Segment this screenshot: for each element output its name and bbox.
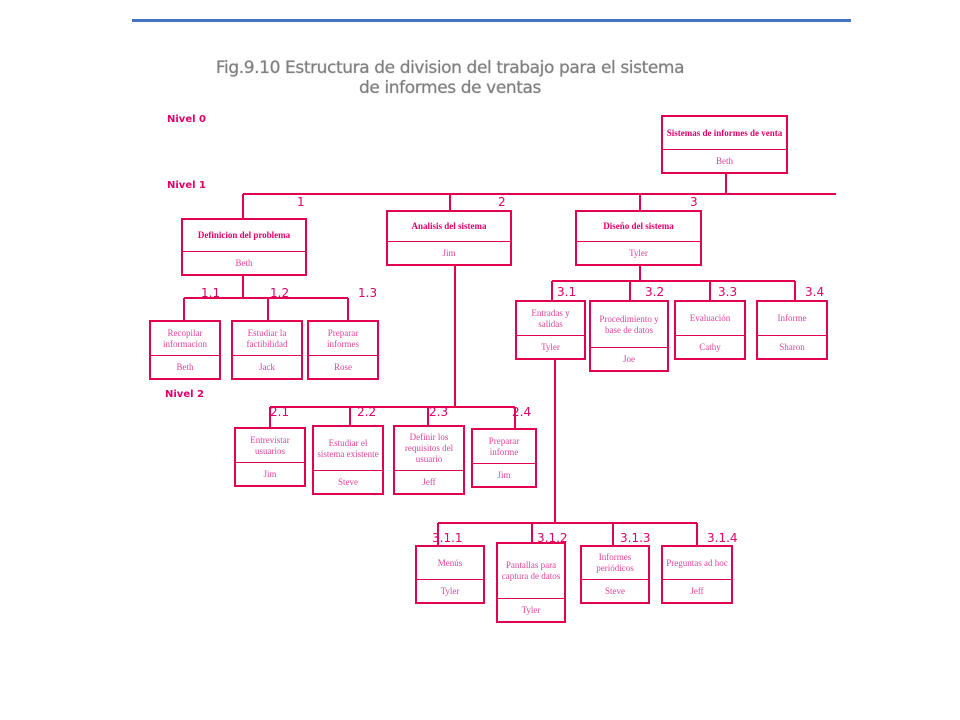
node-title: Informe bbox=[758, 302, 826, 336]
node-person: Beth bbox=[716, 156, 733, 166]
node-person: Sharon bbox=[779, 342, 805, 352]
node-person: Joe bbox=[623, 354, 635, 364]
node-title: Entradas y salidas bbox=[517, 302, 584, 336]
node-person: Jim bbox=[263, 469, 277, 479]
node-3-3: Evaluación Cathy bbox=[674, 300, 746, 360]
node-title: Recopilar informacion bbox=[151, 322, 219, 356]
node-title: Definir los requisitos del usuario bbox=[395, 427, 463, 471]
node-person: Rose bbox=[334, 362, 352, 372]
number-3-1-1: 3.1.1 bbox=[432, 531, 463, 545]
node-title: Evaluación bbox=[676, 302, 744, 336]
node-2-2: Estudiar el sistema existente Steve bbox=[312, 425, 384, 495]
node-title: Diseño del sistema bbox=[577, 212, 700, 242]
node-3-1: Entradas y salidas Tyler bbox=[515, 300, 586, 360]
node-title: Estudiar el sistema existente bbox=[314, 427, 382, 471]
figure-title-line-2: de informes de ventas bbox=[359, 78, 541, 98]
node-person: Tyler bbox=[629, 248, 648, 258]
number-3-2: 3.2 bbox=[645, 285, 665, 299]
figure-title-line-1: Fig.9.10 Estructura de division del trab… bbox=[215, 58, 685, 78]
node-3-1-4: Preguntas ad hoc Jeff bbox=[661, 545, 733, 604]
node-person: Cathy bbox=[699, 342, 721, 352]
node-2-4: Preparar informe Jim bbox=[471, 428, 537, 488]
number-2-1: 2.1 bbox=[270, 405, 290, 419]
node-3-4: Informe Sharon bbox=[756, 300, 828, 360]
node-1-1: Recopilar informacion Beth bbox=[149, 320, 221, 380]
number-2-3: 2.3 bbox=[429, 405, 449, 419]
number-1-1: 1.1 bbox=[201, 286, 221, 300]
node-person: Steve bbox=[338, 477, 358, 487]
node-person: Jeff bbox=[422, 477, 436, 487]
number-2: 2 bbox=[498, 195, 506, 209]
level-2-label: Nivel 2 bbox=[165, 389, 204, 400]
number-2-4: 2.4 bbox=[512, 405, 532, 419]
number-1-2: 1.2 bbox=[270, 286, 290, 300]
node-title: Preguntas ad hoc bbox=[663, 547, 731, 580]
node-person: Tyler bbox=[521, 605, 541, 615]
node-person: Jeff bbox=[690, 586, 704, 596]
node-person: Jim bbox=[497, 470, 511, 480]
node-person: Beth bbox=[235, 258, 253, 268]
node-2-1: Entrevistar usuarios Jim bbox=[234, 427, 306, 487]
number-3: 3 bbox=[690, 195, 698, 209]
node-person: Tyler bbox=[541, 342, 560, 352]
node-title: Preparar informe bbox=[473, 430, 535, 464]
node-root: Sistemas de informes de venta Beth bbox=[661, 115, 788, 174]
number-3-1-3: 3.1.3 bbox=[620, 531, 651, 545]
node-3-2: Procedimiento y base de datos Joe bbox=[589, 300, 669, 372]
node-3-1-3: Informes periódicos Steve bbox=[580, 545, 650, 604]
number-1: 1 bbox=[297, 195, 305, 209]
level-1-label: Nivel 1 bbox=[167, 180, 206, 191]
number-1-3: 1.3 bbox=[358, 286, 378, 300]
node-person: Jim bbox=[442, 248, 456, 258]
node-2-3: Definir los requisitos del usuario Jeff bbox=[393, 425, 465, 495]
number-3-1-4: 3.1.4 bbox=[707, 531, 738, 545]
node-person: Beth bbox=[176, 362, 194, 372]
node-person: Steve bbox=[605, 586, 625, 596]
node-title: Pantallas para captura de datos bbox=[498, 544, 564, 599]
number-3-4: 3.4 bbox=[805, 285, 825, 299]
node-title: Definicion del problema bbox=[183, 220, 305, 252]
node-title: Entrevistar usuarios bbox=[236, 429, 304, 463]
node-1: Definicion del problema Beth bbox=[181, 218, 307, 276]
node-title: Preparar informes bbox=[309, 322, 377, 356]
level-0-label: Nivel 0 bbox=[167, 114, 206, 125]
node-3-1-1: Menús Tyler bbox=[415, 545, 485, 604]
header-rule bbox=[132, 19, 851, 22]
node-1-2: Estudiar la factibilidad Jack bbox=[231, 320, 303, 380]
node-person: Tyler bbox=[440, 586, 460, 596]
node-title: Procedimiento y base de datos bbox=[591, 302, 667, 348]
node-1-3: Preparar informes Rose bbox=[307, 320, 379, 380]
number-3-3: 3.3 bbox=[718, 285, 738, 299]
number-2-2: 2.2 bbox=[357, 405, 377, 419]
node-person: Jack bbox=[259, 362, 275, 372]
number-3-1-2: 3.1.2 bbox=[537, 531, 568, 545]
node-title: Informes periódicos bbox=[582, 547, 648, 580]
number-3-1: 3.1 bbox=[557, 285, 577, 299]
node-title: Sistemas de informes de venta bbox=[663, 117, 786, 150]
node-title: Menús bbox=[417, 547, 483, 580]
node-2: Analisis del sistema Jim bbox=[386, 210, 512, 266]
node-3-1-2: Pantallas para captura de datos Tyler bbox=[496, 542, 566, 623]
node-title: Analisis del sistema bbox=[388, 212, 510, 242]
node-title: Estudiar la factibilidad bbox=[233, 322, 301, 356]
node-3: Diseño del sistema Tyler bbox=[575, 210, 702, 266]
